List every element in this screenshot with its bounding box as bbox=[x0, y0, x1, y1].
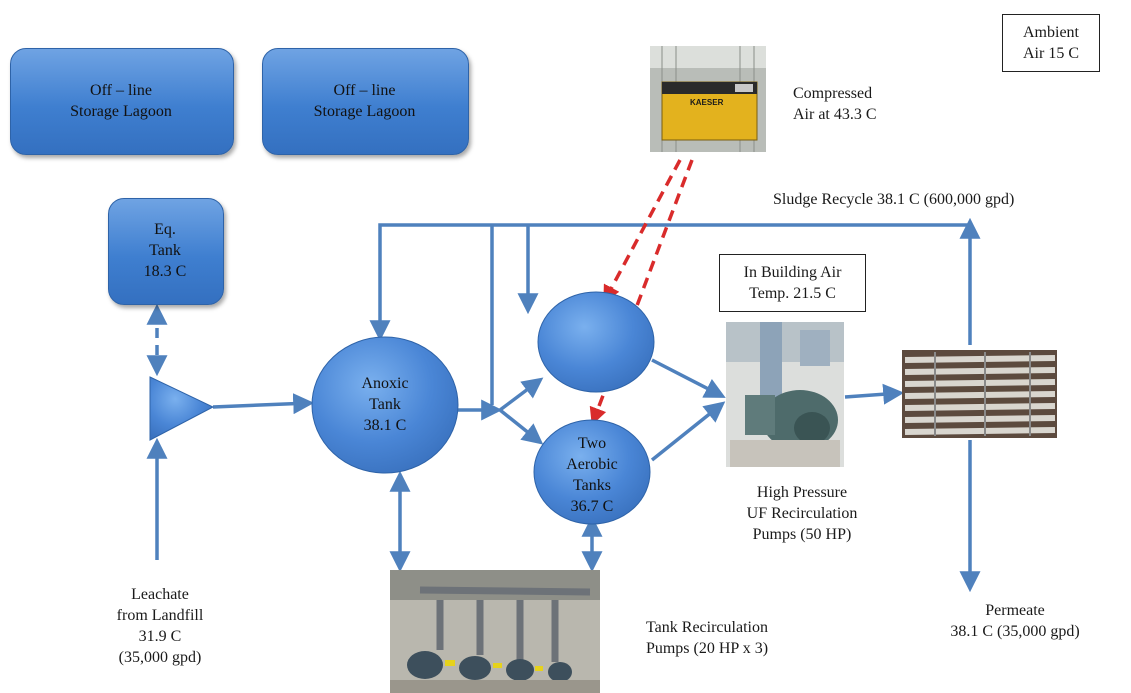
heat-arrow-bottom-tank bbox=[589, 159, 694, 426]
anoxic-tank-node bbox=[311, 336, 459, 474]
heat-arrow-top-tank bbox=[603, 159, 682, 304]
lagoon-left-line1: Off – line bbox=[90, 81, 152, 99]
eq-tank-line3: 18.3 C bbox=[143, 263, 187, 280]
flow-lines bbox=[146, 217, 981, 593]
aerobic-bottom-to-pumps-arrow bbox=[650, 401, 726, 462]
aerobic-line3: Tanks bbox=[573, 477, 611, 494]
splitter-to-anoxic-arrow bbox=[212, 393, 315, 415]
anoxic-line3: 38.1 C bbox=[363, 416, 407, 434]
compressed-air-line1: Compressed bbox=[793, 85, 873, 102]
compressor-photo: KAESER bbox=[650, 46, 766, 152]
eq-tank-box bbox=[108, 198, 224, 305]
compressed-air-label: Compressed Air at 43.3 C bbox=[793, 83, 877, 125]
aerobic-tank-bottom-node bbox=[533, 419, 651, 525]
eq-tank-label: Eq. Tank 18.3 C bbox=[108, 198, 222, 303]
leachate-label: Leachate from Landfill 31.9 C (35,000 gp… bbox=[90, 584, 230, 668]
aerobic-line4: 36.7 C bbox=[570, 498, 614, 515]
lagoon-left-line2: Storage Lagoon bbox=[70, 102, 172, 120]
lagoon-right-line2: Storage Lagoon bbox=[313, 102, 416, 120]
aerobic-line1: Two bbox=[577, 435, 607, 452]
sludge-recycle-label: Sludge Recycle 38.1 C (600,000 gpd) bbox=[773, 191, 1015, 208]
permeate-line1: Permeate bbox=[985, 602, 1045, 619]
permeate-label: Permeate 38.1 C (35,000 gpd) bbox=[915, 600, 1115, 642]
compressed-air-heat-lines bbox=[589, 159, 694, 426]
storage-lagoon-right bbox=[262, 48, 469, 155]
compressor-brand-text: KAESER bbox=[690, 98, 724, 107]
aerobic-line2: Aerobic bbox=[566, 456, 618, 473]
tank-pumps-line2: Pumps (20 HP x 3) bbox=[645, 640, 769, 657]
eq-tank-line2: Tank bbox=[149, 242, 181, 259]
storage-lagoon-left bbox=[10, 48, 234, 155]
hp-pumps-label: High Pressure UF Recirculation Pumps (50… bbox=[712, 482, 892, 545]
building-air-box: In Building Air Temp. 21.5 C bbox=[719, 254, 866, 312]
aerobic-tanks-label: Two Aerobic Tanks 36.7 C bbox=[534, 430, 650, 520]
flow-splitter-triangle bbox=[149, 376, 215, 441]
tank-pumps-line1: Tank Recirculation bbox=[646, 619, 768, 636]
leachate-line1: Leachate bbox=[131, 586, 189, 603]
sludge-recycle-line bbox=[369, 223, 972, 345]
ambient-line2: Air 15 C bbox=[1023, 45, 1079, 62]
to-aerobic-bottom-arrow bbox=[498, 408, 544, 445]
anoxic-tank-label: Anoxic Tank 38.1 C bbox=[312, 362, 458, 446]
building-air-line2: Temp. 21.5 C bbox=[749, 285, 836, 302]
tank-pumps-label: Tank Recirculation Pumps (20 HP x 3) bbox=[612, 617, 802, 659]
hp-pump-photo bbox=[726, 322, 844, 467]
storage-lagoon-left-label: Off – line Storage Lagoon bbox=[10, 48, 232, 153]
hp-pumps-line2: UF Recirculation bbox=[746, 505, 858, 522]
aerobic-top-to-pumps-arrow bbox=[651, 358, 726, 398]
storage-lagoon-right-label: Off – line Storage Lagoon bbox=[262, 48, 467, 153]
to-aerobic-top-arrow bbox=[498, 377, 544, 412]
anoxic-line2: Tank bbox=[369, 395, 401, 413]
pumps-to-uf-arrow bbox=[844, 383, 905, 405]
uf-membrane-photo bbox=[902, 350, 1057, 438]
eq-tank-line1: Eq. bbox=[154, 221, 176, 238]
leachate-line4: (35,000 gpd) bbox=[118, 649, 202, 666]
anoxic-line1: Anoxic bbox=[361, 374, 409, 392]
tank-pumps-photo bbox=[390, 570, 600, 693]
building-air-line1: In Building Air bbox=[743, 264, 842, 281]
permeate-line2: 38.1 C (35,000 gpd) bbox=[950, 623, 1080, 640]
compressed-air-line2: Air at 43.3 C bbox=[793, 106, 877, 123]
lagoon-right-line1: Off – line bbox=[333, 81, 396, 99]
aerobic-tank-top-node bbox=[537, 291, 655, 393]
hp-pumps-line3: Pumps (50 HP) bbox=[752, 526, 852, 543]
leachate-line3: 31.9 C bbox=[138, 628, 182, 645]
hp-pumps-line1: High Pressure bbox=[756, 484, 848, 501]
leachate-line2: from Landfill bbox=[116, 607, 204, 624]
ambient-line1: Ambient bbox=[1023, 24, 1079, 41]
ambient-air-box: Ambient Air 15 C bbox=[1002, 14, 1100, 72]
